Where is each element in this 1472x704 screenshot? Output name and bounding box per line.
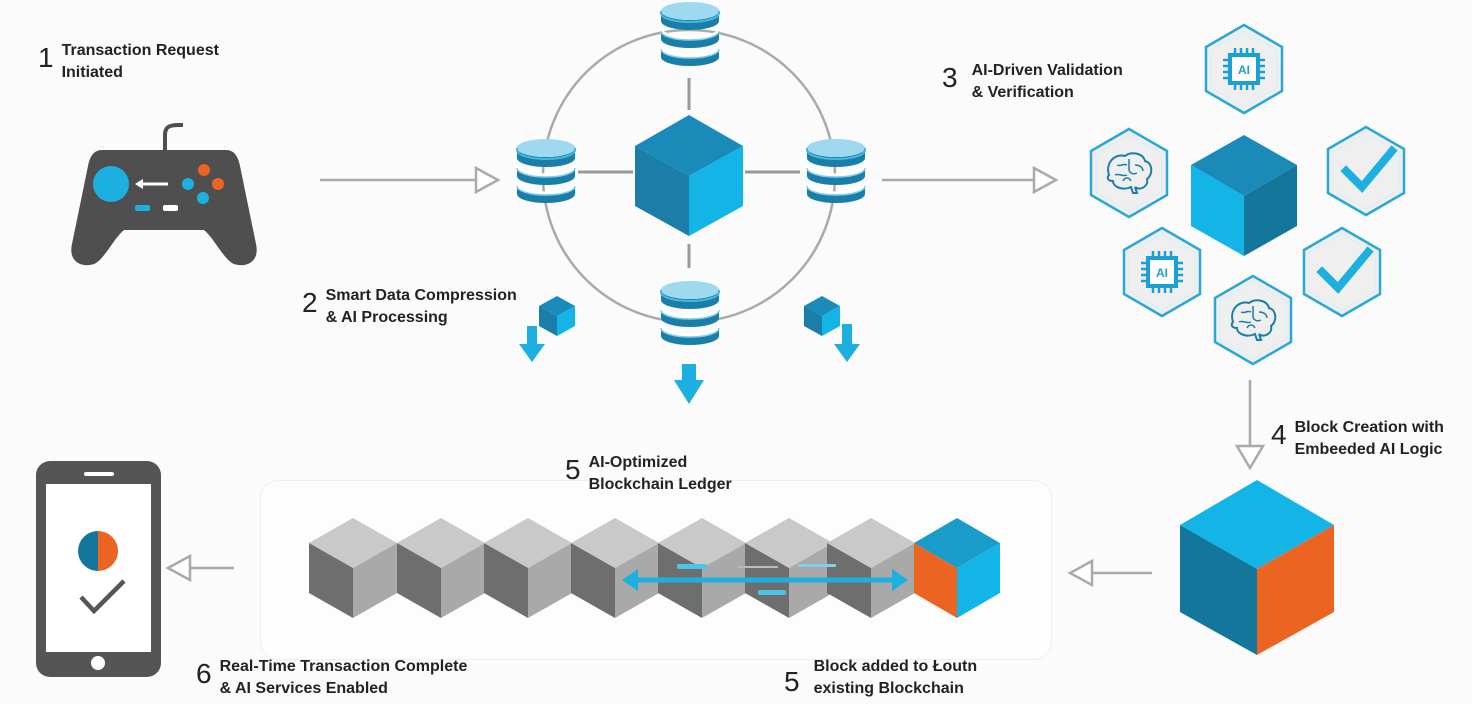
step-title: Block added to Łoutn existing Blockchain	[813, 658, 978, 697]
step-5-ledger-label: 5 AI-Optimized Blockchain Ledger	[565, 452, 732, 496]
ledger-block	[571, 518, 659, 618]
game-controller-icon	[71, 123, 257, 266]
new-ledger-block	[914, 518, 1000, 618]
svg-text:AI: AI	[1238, 63, 1250, 77]
database-network-icon	[515, 0, 867, 404]
hex-ai-chip: AI	[1122, 226, 1202, 318]
flow-arrow-4-to-5	[1067, 558, 1152, 588]
bidirectional-sync-arrow-icon	[622, 564, 908, 595]
step-title: Real-Time Transaction Complete & AI Serv…	[219, 658, 468, 697]
hex-checkmark	[1302, 226, 1382, 318]
flow-arrow-2-to-3	[882, 165, 1059, 195]
ledger-block	[484, 518, 572, 618]
step-title: Block Creation with Embeeded AI Logic	[1294, 419, 1444, 458]
step-number: 1	[38, 42, 54, 73]
hex-brain	[1089, 127, 1169, 219]
step-6-label: 6 Real-Time Transaction Complete & AI Se…	[196, 656, 467, 700]
step-number: 5	[565, 454, 581, 485]
ai-validation-hex-cluster-icon: AI AI	[1089, 23, 1406, 366]
step-5-block-added-label: 5 Block added to Łoutn existing Blockcha…	[784, 656, 977, 700]
ledger-block	[827, 518, 915, 618]
blockchain-chain-icon	[309, 518, 1000, 618]
svg-text:AI: AI	[1156, 266, 1168, 280]
small-cube-down-icon	[519, 296, 575, 362]
hex-ai-chip: AI	[1204, 23, 1284, 115]
hex-brain	[1213, 274, 1293, 366]
step-1-label: 1 Transaction Request Initiated	[38, 40, 219, 84]
ledger-block	[309, 518, 397, 618]
database-icon	[659, 0, 721, 68]
step-title: AI-Driven Validation & Verification	[971, 62, 1123, 101]
step-title: Transaction Request Initiated	[61, 42, 219, 81]
step-number: 3	[942, 62, 958, 93]
step-title: AI-Optimized Blockchain Ledger	[588, 454, 732, 493]
hex-checkmark	[1326, 125, 1406, 217]
step-number: 5	[784, 666, 800, 697]
flow-arrow-1-to-2	[320, 165, 501, 195]
step-number: 2	[302, 287, 318, 318]
database-icon	[659, 279, 721, 347]
central-block-cube-icon	[635, 115, 743, 236]
step-number: 6	[196, 658, 212, 689]
flow-arrow-3-to-4	[1234, 380, 1266, 471]
ledger-block	[397, 518, 485, 618]
compress-down-arrow-icon	[674, 364, 704, 404]
step-4-label: 4 Block Creation with Embeeded AI Logic	[1271, 417, 1444, 461]
step-title: Smart Data Compression & AI Processing	[325, 287, 517, 326]
new-block-cube-icon	[1180, 480, 1334, 655]
step-3-label: 3 AI-Driven Validation & Verification	[942, 60, 1123, 104]
flow-arrow-5-to-6	[165, 553, 234, 583]
step-2-label: 2 Smart Data Compression & AI Processing	[302, 285, 517, 329]
smartphone-check-icon	[36, 461, 161, 677]
step-number: 4	[1271, 419, 1287, 450]
small-cube-down-icon	[804, 296, 860, 362]
database-icon	[515, 137, 577, 205]
validated-block-cube-icon	[1191, 135, 1297, 256]
